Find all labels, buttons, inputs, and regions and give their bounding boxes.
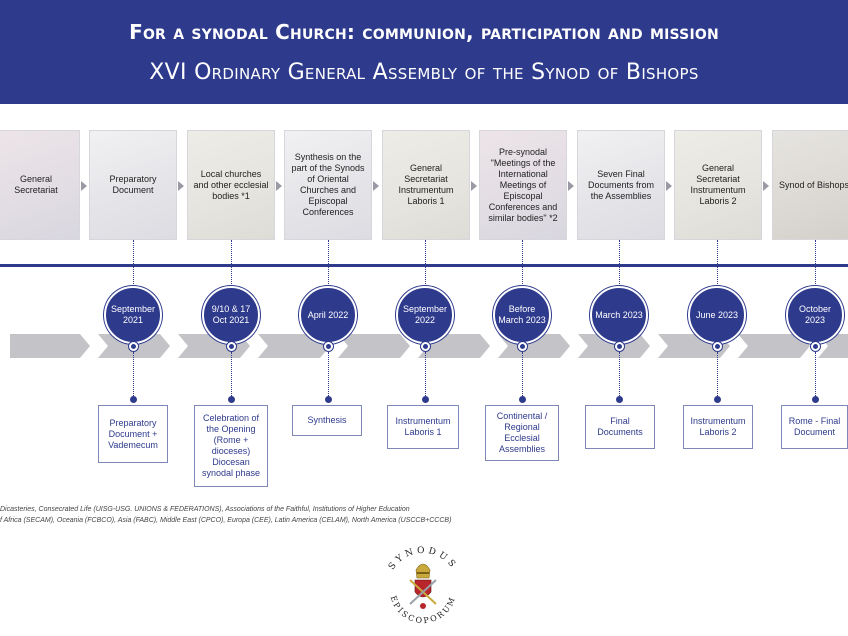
milestone-date-label: April 2022: [307, 309, 349, 320]
outcome-label: Preparatory Document + Vademecum: [108, 417, 158, 450]
connector-line: [815, 240, 816, 290]
svg-text:EPISCOPORUM: EPISCOPORUM: [389, 594, 458, 625]
outcome-label: Instrumentum Laboris 1: [395, 416, 451, 437]
connector-line: [815, 352, 816, 402]
chevron-right-icon: [276, 181, 282, 191]
connector-line: [522, 352, 523, 402]
stage-card: Seven Final Documents from the Assemblie…: [577, 130, 665, 240]
milestone-date: September 2021: [104, 286, 162, 344]
milestone-date-label: 9/10 & 17 Oct 2021: [211, 304, 251, 325]
stage-label: Synthesis on the part of the Synods of O…: [291, 152, 365, 217]
connector-dot: [519, 396, 526, 403]
chevron-right-icon: [373, 181, 379, 191]
stage-card: Preparatory Document: [89, 130, 177, 240]
chevron-right-icon: [81, 181, 87, 191]
chevron-right-icon: [568, 181, 574, 191]
stage-label: Preparatory Document: [109, 174, 157, 195]
connector-dot: [325, 396, 332, 403]
connector-line: [619, 352, 620, 402]
stage-card: Synthesis on the part of the Synods of O…: [284, 130, 372, 240]
milestone-pin: [324, 342, 333, 351]
stage-label: Local churches and other ecclesial bodie…: [193, 168, 269, 201]
stage-label: General Secretariat Instrumentum Laboris…: [690, 163, 746, 206]
chevron-right-icon: [178, 181, 184, 191]
stage-card: Local churches and other ecclesial bodie…: [187, 130, 275, 240]
chevron-right-icon: [471, 181, 477, 191]
connector-dot: [422, 396, 429, 403]
connector-line: [133, 352, 134, 402]
outcome-box: Rome - Final Document: [781, 405, 848, 449]
milestone-pin: [811, 342, 820, 351]
stage-label: Pre-synodal "Meetings of the Internation…: [488, 146, 558, 223]
connector-line: [231, 352, 232, 402]
milestone-date: 9/10 & 17 Oct 2021: [202, 286, 260, 344]
connector-dot: [616, 396, 623, 403]
milestone-date: October 2023: [786, 286, 844, 344]
outcome-box: Final Documents: [585, 405, 655, 449]
connector-line: [717, 352, 718, 402]
outcome-box: Instrumentum Laboris 1: [387, 405, 459, 449]
outcome-label: Rome - Final Document: [788, 416, 841, 437]
connector-dot: [130, 396, 137, 403]
milestone-date: June 2023: [688, 286, 746, 344]
papal-seal-icon: SYNODUS EPISCOPORUM: [387, 546, 458, 625]
outcome-box: Preparatory Document + Vademecum: [98, 405, 168, 463]
chevron-right-icon: [666, 181, 672, 191]
outcome-label: Instrumentum Laboris 2: [690, 416, 746, 437]
outcome-box: Continental / Regional Ecclesial Assembl…: [485, 405, 559, 461]
connector-dot: [228, 396, 235, 403]
milestone-date-label: October 2023: [798, 304, 831, 325]
connector-line: [717, 240, 718, 290]
connector-line: [619, 240, 620, 290]
connector-dot: [812, 396, 819, 403]
stage-label: Synod of Bishops: [778, 179, 848, 190]
milestone-pin: [713, 342, 722, 351]
milestone-date-label: September 2021: [110, 304, 156, 325]
stage-card: General Secretariat: [0, 130, 80, 240]
milestone-pin: [421, 342, 430, 351]
outcome-box: Instrumentum Laboris 2: [683, 405, 753, 449]
milestone-pin: [615, 342, 624, 351]
connector-dot: [714, 396, 721, 403]
outcome-label: Celebration of the Opening (Rome + dioce…: [201, 413, 261, 478]
milestone-date-label: June 2023: [695, 309, 739, 320]
connector-line: [231, 240, 232, 290]
milestone-pin: [227, 342, 236, 351]
section-divider: [0, 264, 848, 267]
milestone-date: March 2023: [590, 286, 648, 344]
connector-line: [133, 240, 134, 290]
outcome-label: Synthesis: [307, 415, 347, 425]
outcome-label: Continental / Regional Ecclesial Assembl…: [496, 411, 548, 454]
header-banner: For a synodal Church: communion, partici…: [0, 0, 848, 104]
milestone-pin: [129, 342, 138, 351]
chevron-right-icon: [763, 181, 769, 191]
milestone-date: Before March 2023: [493, 286, 551, 344]
connector-line: [522, 240, 523, 290]
connector-line: [328, 352, 329, 402]
milestone-date: April 2022: [299, 286, 357, 344]
milestone-date-label: March 2023: [595, 309, 643, 320]
outcome-label: Final Documents: [597, 416, 643, 437]
stage-card: Synod of Bishops: [772, 130, 848, 240]
stage-card: Pre-synodal "Meetings of the Internation…: [479, 130, 567, 240]
footnote-2: f Africa (SECAM), Oceania (FCBCO), Asia …: [0, 517, 452, 524]
connector-line: [425, 352, 426, 402]
milestone-date-label: September 2022: [402, 304, 448, 325]
connector-line: [425, 240, 426, 290]
milestone-date: September 2022: [396, 286, 454, 344]
connector-line: [328, 240, 329, 290]
outcome-box: Celebration of the Opening (Rome + dioce…: [194, 405, 268, 487]
page-title: For a synodal Church: communion, partici…: [129, 20, 719, 44]
stage-label: General Secretariat Instrumentum Laboris…: [398, 163, 454, 206]
page-subtitle: XVI Ordinary General Assembly of the Syn…: [149, 60, 699, 85]
outcome-box: Synthesis: [292, 405, 362, 436]
stage-card: General Secretariat Instrumentum Laboris…: [382, 130, 470, 240]
stage-label: Seven Final Documents from the Assemblie…: [587, 168, 655, 201]
footnote-1: Dicasteries, Consecrated Life (UISG-USG.…: [0, 506, 410, 513]
stage-card: General Secretariat Instrumentum Laboris…: [674, 130, 762, 240]
stage-label: General Secretariat: [14, 174, 58, 195]
milestone-pin: [518, 342, 527, 351]
milestone-date-label: Before March 2023: [498, 304, 546, 325]
